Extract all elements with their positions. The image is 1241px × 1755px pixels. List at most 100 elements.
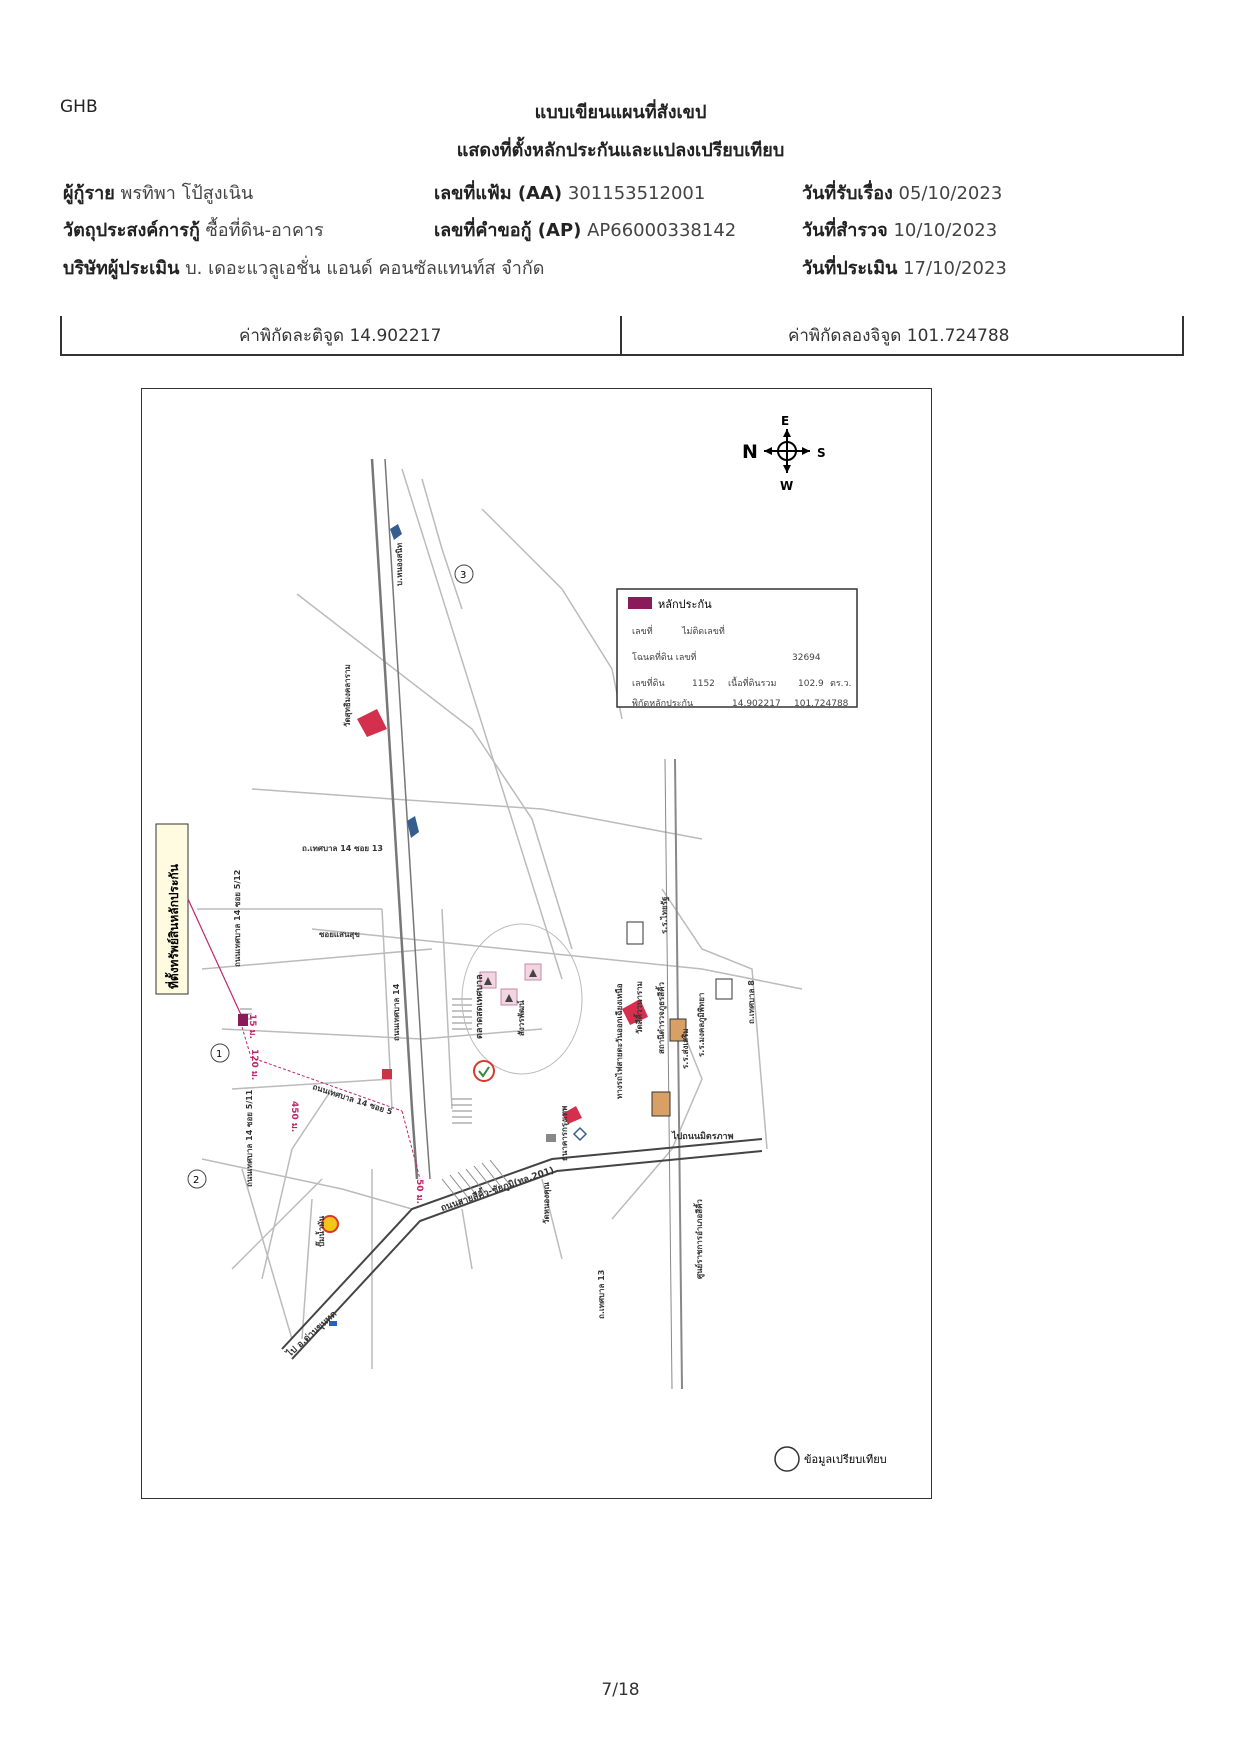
market-logo-icon (473, 1060, 495, 1082)
appraise-label: วันที่ประเมิน (802, 258, 898, 279)
dist-120m: 120 ม. (249, 1049, 259, 1080)
legend-row2-label: โฉนดที่ดิน เลขที่ (632, 650, 696, 663)
compass-e: E (781, 414, 789, 428)
legend-row1-label: เลขที่ (632, 624, 653, 637)
label-to-nong: ไปถนนมิตรภาพ (671, 1130, 734, 1142)
label-soi5: ถนนเทศบาล 14 ซอย 5 (311, 1082, 393, 1116)
label-to-dan: ไป อ.ด่านขุนทด (283, 1308, 339, 1360)
legend-row1-value: ไม่ติดเลขที่ (681, 624, 725, 637)
legend-row4-label: พิกัดหลักประกัน (632, 698, 693, 709)
fuel-station-icon (321, 1215, 339, 1233)
appraise-value: 17/10/2023 (903, 258, 1007, 279)
compass-n: N (742, 441, 758, 463)
label-pd: ร.ร.ส่งเสริม (681, 1028, 690, 1069)
page-number: 7/18 (601, 1680, 640, 1700)
temple-icon (357, 709, 387, 737)
purpose-label: วัตถุประสงค์การกู้ (63, 220, 200, 241)
site-label: ที่ตั้งทรัพย์สินหลักประกัน (164, 863, 181, 989)
building-icon (382, 1069, 392, 1079)
page-title: แบบเขียนแผนที่สังเขป (534, 102, 707, 123)
label-hospital: ร.ร.มงคลภูมิพิทยา (697, 993, 707, 1057)
company-field: บริษัทผู้ประเมิน บ. เดอะแวลูเอชั่น แอนด์… (63, 253, 544, 282)
label-nongkhorat: บ.หนองสนิท (395, 543, 404, 586)
legend-row3-value2: 102.9 (798, 679, 824, 689)
minor-roads (197, 468, 803, 1369)
comparable-3: 3 (460, 570, 466, 581)
label-station: สถานีตำรวจภูธรสีคิ้ว (655, 981, 667, 1054)
ap-value: AP66000338142 (587, 220, 737, 241)
comparable-1: 1 (216, 1049, 222, 1060)
coordinate-divider (620, 316, 622, 354)
compass-s: S (817, 446, 826, 460)
comparable-legend-label: ข้อมูลเปรียบเทียบ (804, 1453, 887, 1466)
label-pump: ปั๊มน้ำมัน (315, 1215, 326, 1247)
comparable-markers: 1 2 3 (187, 564, 474, 1189)
aa-field: เลขที่แฟ้ม (AA) 301153512001 (434, 178, 705, 207)
label-wat-sam: วัดสุทธิมงคลาราม (343, 664, 353, 727)
collateral-legend: หลักประกัน เลขที่ ไม่ติดเลขที่ โฉนดที่ดิ… (616, 588, 858, 709)
building-icon (546, 1134, 556, 1142)
label-wat-nong: วัดหนองคุณ (542, 1182, 552, 1224)
label-tessaban13: ถ.เทศบาล 13 (597, 1270, 606, 1319)
bus-icon (329, 1321, 337, 1326)
temple-icon (562, 1106, 582, 1124)
received-value: 05/10/2023 (898, 183, 1003, 204)
survey-label: วันที่สำรวจ (802, 220, 888, 241)
legend-row4-value2: 101.724788 (794, 699, 849, 709)
sketch-map: N E S W หลักประกัน เลขที่ ไม่ติดเลขที่ โ… (141, 388, 932, 1499)
dist-50m: 50 ม. (414, 1179, 424, 1204)
temple-markers (479, 963, 542, 1006)
org-code: GHB (60, 97, 98, 117)
comparable-legend: ข้อมูลเปรียบเทียบ (774, 1446, 887, 1472)
dist-15m: 15 ม. (247, 1014, 257, 1039)
ap-field: เลขที่คำขอกู้ (AP) AP66000338142 (434, 215, 736, 244)
received-field: วันที่รับเรื่อง 05/10/2023 (802, 178, 1002, 207)
borrower-field: ผู้กู้ราย พรทิพา โป้สูงเนิน (63, 178, 253, 207)
label-tessaban14-512: ถนนเทศบาล 14 ซอย 5/12 (233, 870, 242, 967)
comparable-2: 2 (193, 1175, 199, 1186)
label-tessaban14-511: ถนนเทศบาล 14 ซอย 5/11 (245, 1089, 254, 1187)
survey-field: วันที่สำรวจ 10/10/2023 (802, 215, 997, 244)
purpose-field: วัตถุประสงค์การกู้ ซื้อที่ดิน-อาคาร (63, 215, 324, 244)
site-callout: ที่ตั้งทรัพย์สินหลักประกัน (155, 823, 421, 1180)
aa-value: 301153512001 (567, 183, 706, 204)
label-wat-si: วัดสีคิ้ววนาราม (633, 981, 644, 1034)
survey-value: 10/10/2023 (893, 220, 998, 241)
coordinate-bar: ค่าพิกัดละติจูด 14.902217 ค่าพิกัดลองจิจ… (60, 316, 1184, 356)
legend-title: หลักประกัน (658, 598, 712, 611)
purpose-value: ซื้อที่ดิน-อาคาร (205, 220, 324, 241)
railway-line (674, 758, 683, 1390)
page-subtitle: แสดงที่ตั้งหลักประกันและแปลงเปรียบเทียบ (456, 140, 785, 161)
legend-row3-label2: เนื้อที่ดินรวม (728, 676, 776, 689)
dist-450m: 450 ม. (289, 1101, 299, 1132)
pond-icon (407, 816, 419, 838)
latitude-text: ค่าพิกัดละติจูด 14.902217 (239, 326, 442, 346)
legend-row3-unit: ตร.ว. (830, 679, 851, 689)
company-label: บริษัทผู้ประเมิน (63, 258, 180, 279)
site-marker (238, 1014, 248, 1026)
highway-201-edge (291, 1150, 763, 1360)
label-gov: ศูนย์ราชการอำเภอสีคิ้ว (693, 1199, 705, 1279)
longitude-text: ค่าพิกัดลองจิจูด 101.724788 (788, 326, 1010, 346)
legend-row3-label: เลขที่ดิน (632, 676, 665, 689)
tessaban-14-road (370, 458, 419, 1180)
legend-row3-value1: 1152 (692, 679, 715, 689)
ap-label: เลขที่คำขอกู้ (AP) (434, 220, 582, 241)
label-market: ตลาดสดเทศบาล (475, 974, 485, 1039)
borrower-label: ผู้กู้ราย (63, 183, 115, 204)
aa-label: เลขที่แฟ้ม (AA) (434, 183, 563, 204)
place-icons (321, 524, 733, 1326)
label-tessaban8: ถ.เทศบาล 8 (747, 980, 756, 1024)
tessaban-14-road-edge (384, 458, 431, 1180)
school-icon (626, 921, 644, 945)
highway-201 (281, 1138, 763, 1350)
legend-row4-value1: 14.902217 (732, 699, 781, 709)
government-icon (651, 1091, 671, 1117)
legend-swatch (628, 597, 652, 609)
borrower-value: พรทิพา โป้สูงเนิน (120, 183, 254, 204)
station-icon (669, 1018, 687, 1042)
compass-icon: N E S W (742, 414, 826, 493)
pond-icon (390, 524, 402, 540)
company-value: บ. เดอะแวลูเอชั่น แอนด์ คอนซัลแทนท์ส จำก… (185, 258, 545, 279)
label-tessaban14: ถนนเทศบาล 14 (392, 983, 401, 1041)
